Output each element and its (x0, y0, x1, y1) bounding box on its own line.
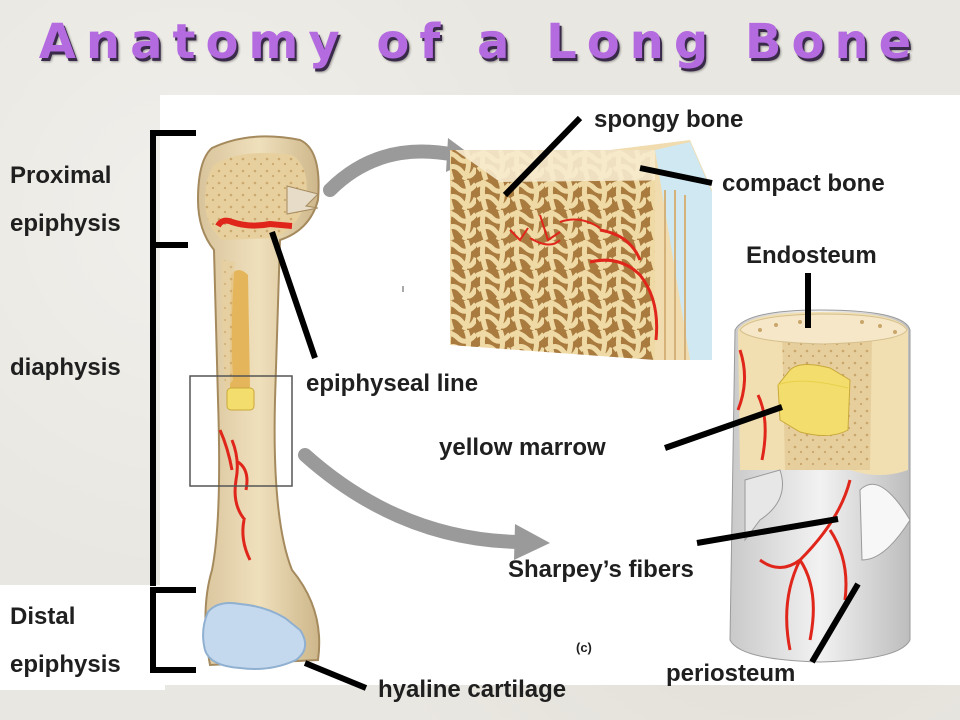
endosteum-label: Endosteum (746, 242, 877, 269)
proximal-label-line1: Proximal (10, 162, 112, 189)
periosteum-label: periosteum (666, 660, 796, 687)
slide-title: Anatomy of a Long Bone (38, 14, 922, 70)
hyaline-cartilage-label: hyaline cartilage (378, 676, 567, 703)
yellow-marrow-label: yellow marrow (439, 434, 606, 461)
sharpeys-fibers-label: Sharpey’s fibers (508, 556, 694, 583)
diaphysis-label: diaphysis (10, 354, 121, 381)
compact-bone-section (729, 309, 911, 663)
epiphyseal-line-label: epiphyseal line (306, 370, 479, 397)
panel-letter: (c) (576, 640, 592, 655)
long-bone (189, 135, 321, 670)
distal-label-line1: Distal (10, 603, 76, 630)
spongy-bone-label: spongy bone (594, 106, 744, 133)
leader-lines (269, 115, 861, 691)
region-brackets (150, 130, 196, 673)
compact-bone-label: compact bone (722, 170, 885, 197)
spongy-bone-block (450, 140, 712, 360)
proximal-label-line2: epiphysis (10, 210, 121, 237)
distal-label-line2: epiphysis (10, 651, 121, 678)
label-panel (0, 585, 165, 690)
